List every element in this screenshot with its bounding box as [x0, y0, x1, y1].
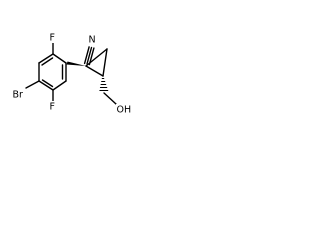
bond-ch2-oh	[103, 92, 117, 105]
atom-n-text: N	[89, 35, 96, 46]
atom-f-top-text: F	[50, 33, 55, 44]
atom-br-text: Br	[13, 90, 24, 101]
bond-ar-5-6	[52, 80, 67, 91]
bond-ar-4-5	[38, 80, 54, 91]
atom-label-f-top: F	[48, 32, 58, 44]
atom-label-f-bottom: F	[48, 101, 58, 113]
bond-ring-c3-c1	[85, 65, 104, 77]
nitrile-group	[83, 46, 95, 66]
bond-ar-br	[25, 80, 40, 89]
wedge-bond-aryl	[66, 61, 86, 66]
hashed-bond-ch2	[99, 78, 109, 91]
bond-ring-c2-c3	[102, 48, 108, 77]
cyclopropane-ring	[85, 48, 108, 77]
bond-ar-1-2	[52, 53, 67, 64]
atom-label-n: N	[87, 33, 98, 46]
bond-nitrile-1	[86, 46, 93, 65]
molecule-structure-diagram: N F F Br OH	[12, 32, 133, 116]
bond-ar-double-b	[41, 79, 54, 88]
atom-label-oh: OH	[116, 104, 133, 116]
bond-ar-double-a	[41, 57, 54, 66]
atom-oh-text: OH	[117, 105, 132, 116]
benzene-ring	[38, 53, 67, 91]
bond-ring-c1-c2	[85, 48, 108, 67]
atom-f-bottom-text: F	[50, 102, 55, 113]
bond-ar-2-3	[38, 53, 54, 64]
atom-label-br: Br	[12, 89, 27, 101]
bond-nitrile-2	[83, 46, 90, 65]
